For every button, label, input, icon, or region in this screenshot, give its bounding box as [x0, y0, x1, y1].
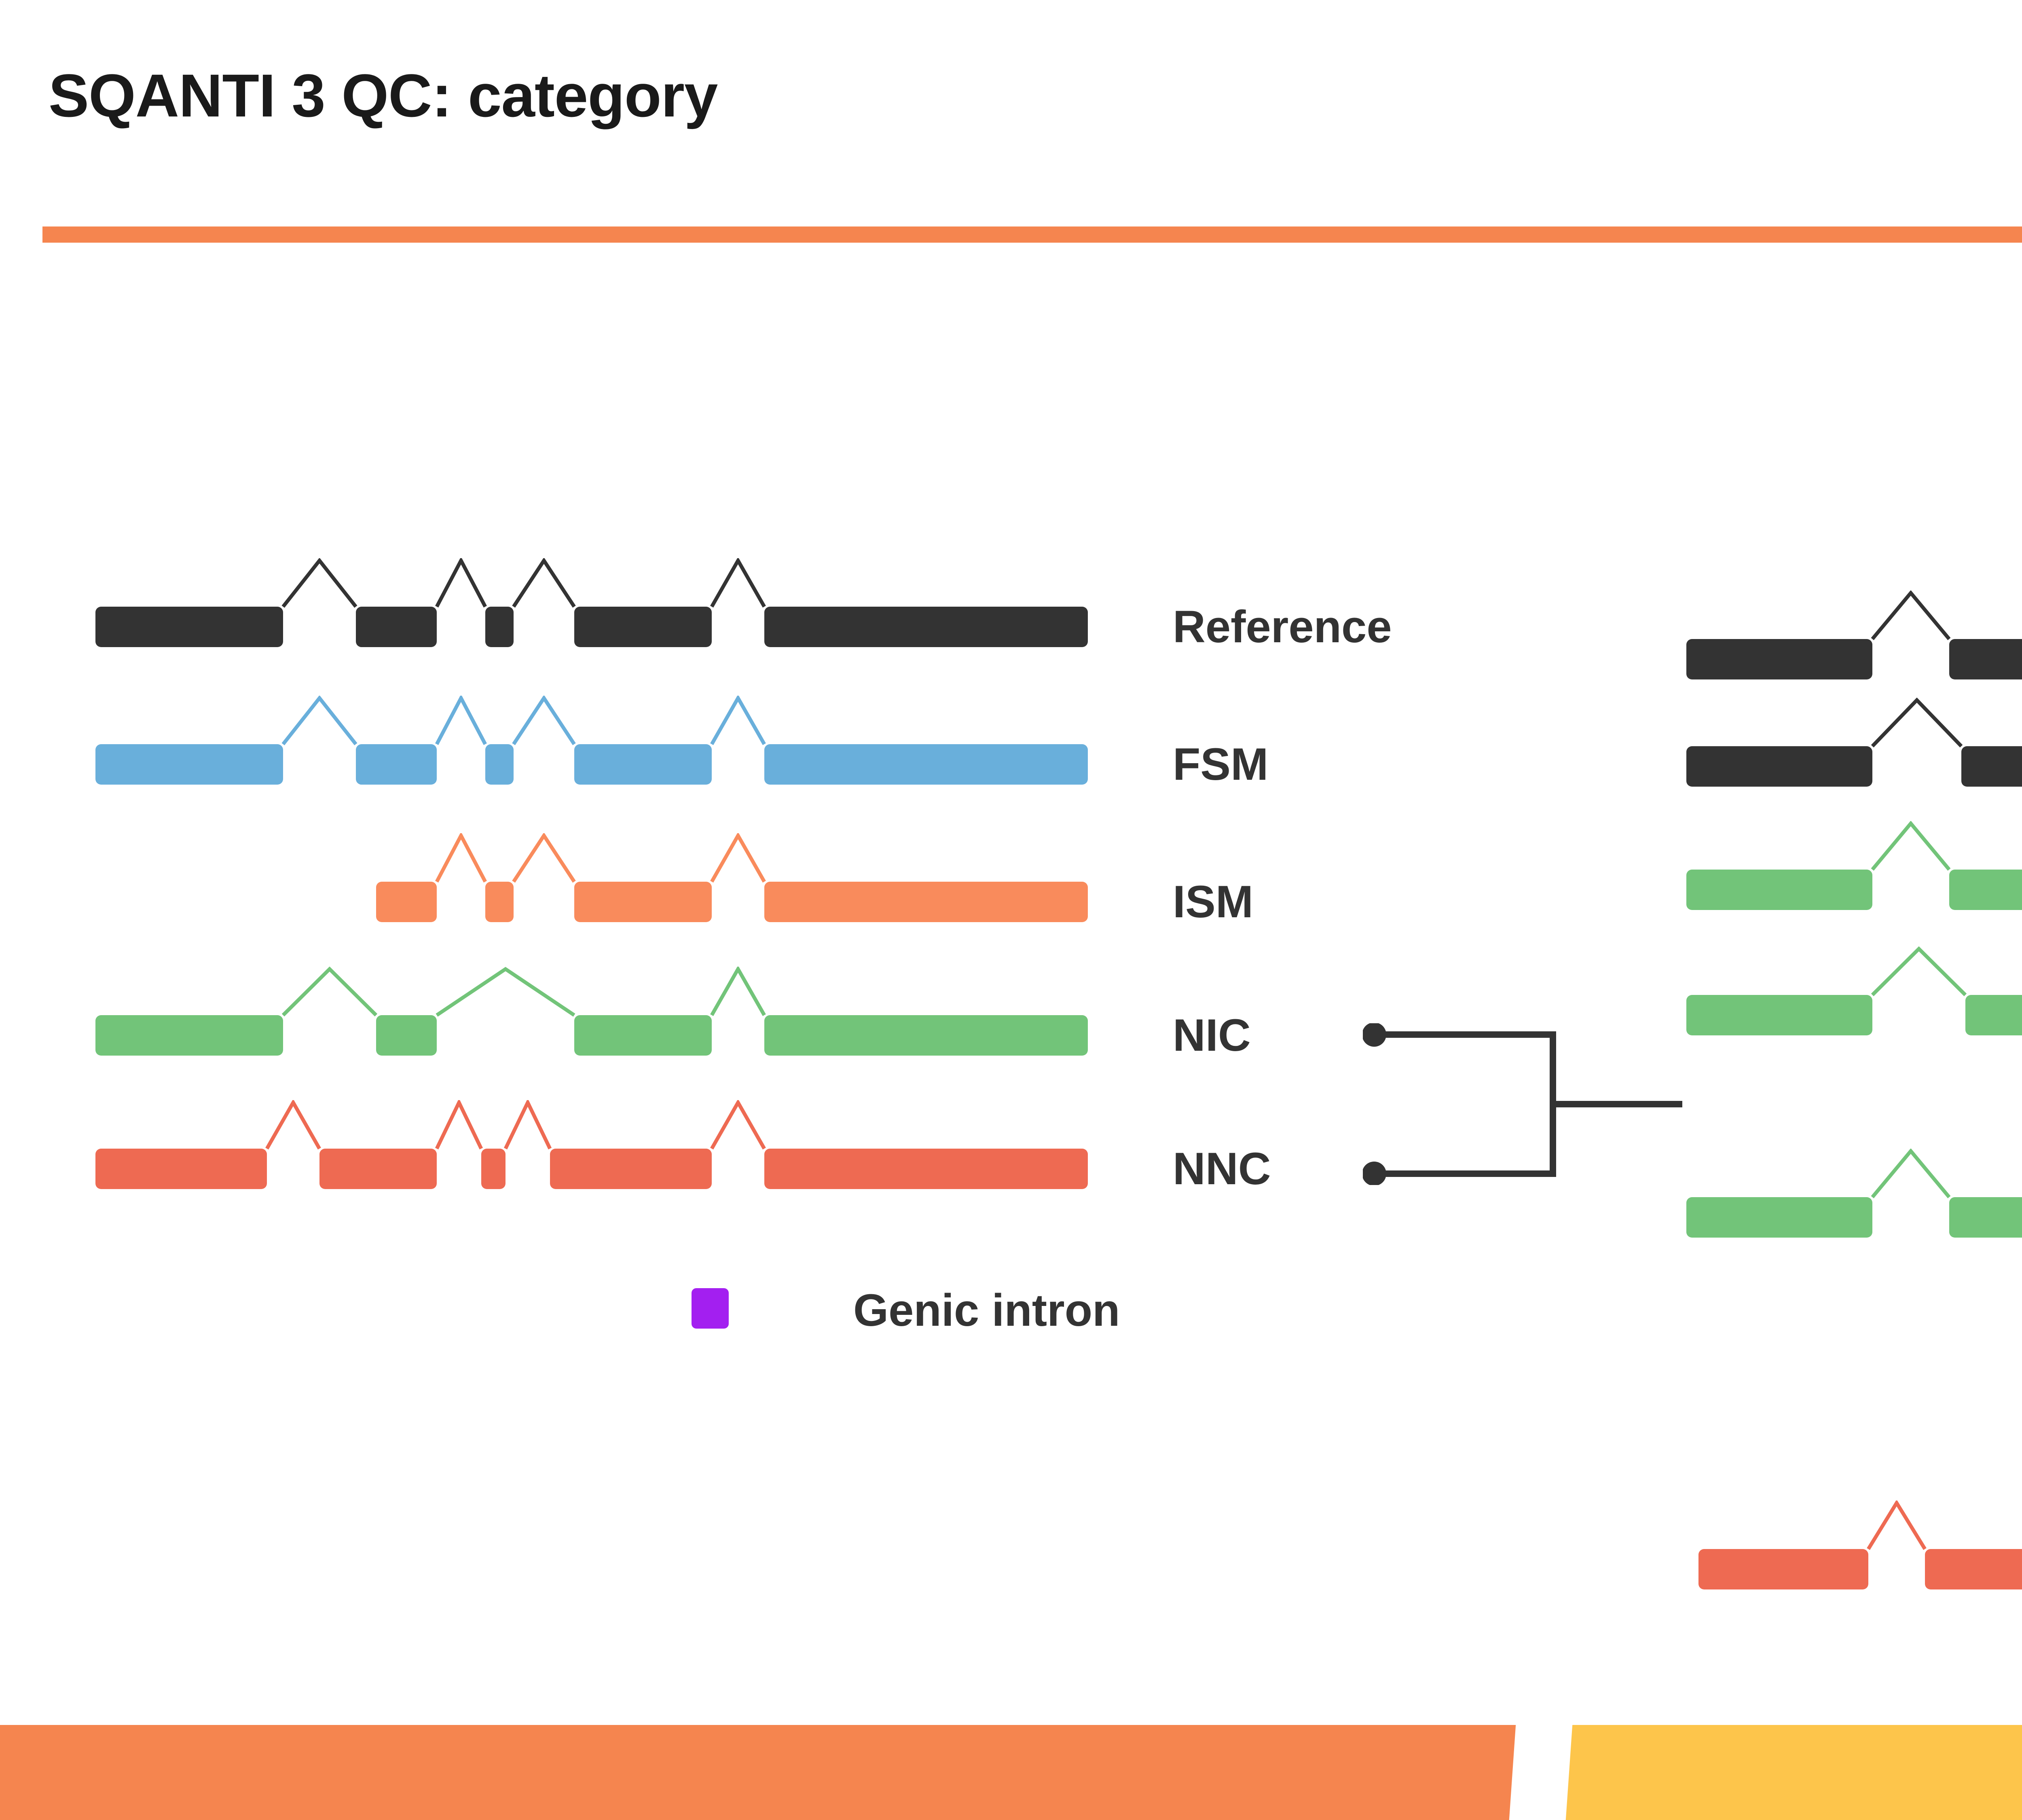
intron-chevrons [1871, 1149, 1951, 1198]
exon-block [1686, 639, 1872, 679]
intron-chevrons [281, 696, 766, 745]
genic-intron-label: Genic intron [853, 1285, 1120, 1335]
intron-chevrons [281, 558, 766, 608]
transcript-row: NIC Intron Retention [0, 1149, 2022, 1238]
transcript-row: Combination of known splice site [0, 946, 2022, 1035]
exon-block [1965, 995, 2022, 1035]
exon-block [95, 1015, 283, 1056]
transcript-row: NNC [0, 1100, 2022, 1194]
row-label-nnc: NNC [1173, 1143, 1271, 1194]
row-label-reference: Reference [1173, 601, 1392, 652]
exon-block [95, 744, 283, 785]
transcript-row [0, 698, 2022, 787]
row-label-ism: ISM [1173, 876, 1254, 927]
transcript-row: NNC [0, 1500, 2022, 1589]
intron-chevrons [1871, 946, 1967, 997]
transcript-row: NIC [0, 967, 2022, 1060]
exon-block [1686, 1197, 1872, 1238]
exon-block [764, 1149, 1088, 1189]
transcript-row: Mono-exon [0, 1363, 2022, 1444]
banner-segment-yellow [1565, 1725, 2022, 1820]
row-label-nic: NIC [1173, 1010, 1251, 1060]
banner-segment-orange [0, 1725, 1516, 1820]
exon-block [1686, 995, 1872, 1035]
exon-block [95, 1149, 267, 1189]
exon-block [574, 607, 712, 647]
exon-block [356, 607, 437, 647]
exon-block [485, 607, 514, 647]
exon-block [764, 1015, 1088, 1056]
exon-block [485, 882, 514, 922]
exon-block [764, 744, 1088, 785]
intron-chevrons [1871, 821, 1951, 871]
exon-block [95, 607, 283, 647]
transcript-row: ISM [0, 833, 2022, 927]
exon-block [356, 744, 437, 785]
genic-intron-swatch [692, 1288, 729, 1329]
intron-chevrons [1871, 698, 1963, 748]
intron-chevrons [1871, 590, 1951, 640]
exon-block [376, 882, 437, 922]
exon-block [1949, 639, 2022, 679]
exon-block [764, 882, 1088, 922]
nic-nnc-bracket [1363, 1023, 1682, 1185]
exon-block [574, 744, 712, 785]
exon-block [481, 1149, 506, 1189]
exon-block [1925, 1549, 2022, 1589]
exon-block [319, 1149, 437, 1189]
intron-chevrons [265, 1100, 766, 1150]
exon-block [1949, 1197, 2022, 1238]
intron-chevrons [435, 833, 766, 883]
exon-block [485, 744, 514, 785]
exon-block [1686, 746, 1872, 787]
row-label-fsm: FSM [1173, 739, 1269, 789]
bottom-banner [0, 1725, 2022, 1820]
header-rule-orange [42, 226, 2022, 243]
exon-block [550, 1149, 712, 1189]
exon-block [574, 882, 712, 922]
exon-block [764, 607, 1088, 647]
transcript-row: References [0, 590, 2022, 679]
transcript-row: FSM [0, 696, 2022, 789]
exon-block [376, 1015, 437, 1056]
exon-block [1961, 746, 2022, 787]
transcript-row: Combination of known SJ [0, 821, 2022, 910]
exon-block [1686, 870, 1872, 910]
page-title: SQANTI 3 QC: category [49, 61, 718, 129]
exon-block [1698, 1549, 1868, 1589]
exon-block [574, 1015, 712, 1056]
exon-block [1949, 870, 2022, 910]
intron-chevrons [1867, 1500, 1927, 1550]
intron-chevrons [281, 967, 766, 1017]
transcript-row: Reference [0, 558, 2022, 652]
